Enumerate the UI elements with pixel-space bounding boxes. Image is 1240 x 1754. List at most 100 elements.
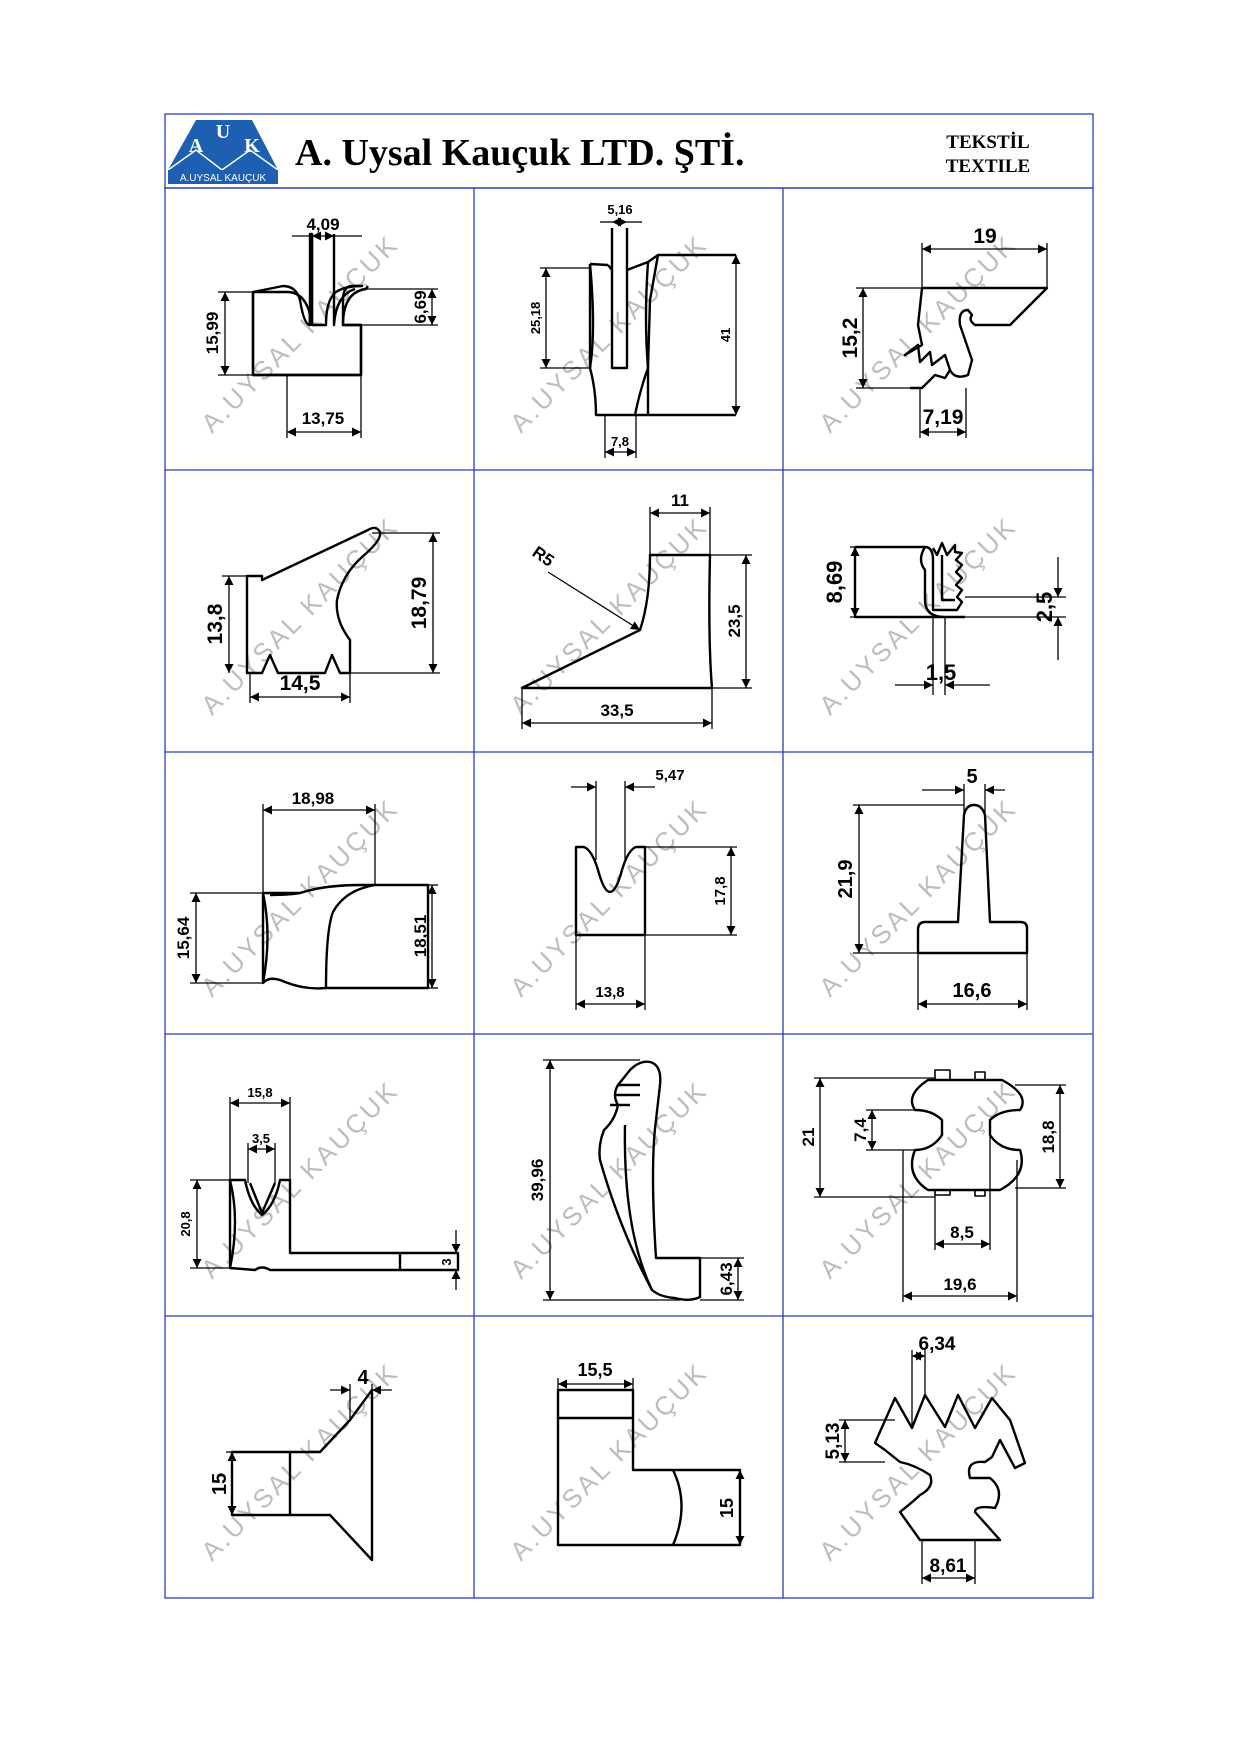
dimension-label: 5,13 (823, 1423, 844, 1460)
watermark: A.UYSAL KAUÇUK (195, 1357, 405, 1567)
profile-p8: 5,47 17,8 13,8 (571, 767, 737, 1010)
logo-letter-u: U (216, 121, 230, 143)
dimension-label: 23,5 (725, 604, 744, 637)
dimension-label: 33,5 (600, 701, 633, 720)
dimension-label: 7,19 (923, 406, 964, 429)
dimension-label: 15,8 (247, 1085, 272, 1100)
dimension-label: 21 (799, 1128, 818, 1147)
dimension-label: 18,8 (1039, 1120, 1058, 1153)
dimension-label: 18,51 (411, 915, 430, 958)
dimension-label: 19 (973, 225, 996, 248)
watermark: A.UYSAL KAUÇUK (195, 229, 405, 439)
dimension-label: 21,9 (835, 860, 857, 899)
dimension-label: 13,8 (595, 984, 624, 1001)
profile-p14: 15,5 15 (556, 1360, 745, 1547)
dimension-label: 15,64 (174, 916, 193, 959)
logo-letter-k: K (244, 135, 260, 157)
dimension-label: 4 (357, 1367, 369, 1389)
dimension-label: 15,99 (203, 312, 222, 355)
dimension-label: 5,16 (607, 202, 632, 217)
profile-outline (261, 891, 301, 984)
logo-subtitle: A.UYSAL KAUÇUK (180, 173, 267, 184)
dimension-label: 25,18 (528, 302, 543, 335)
dimension-label: 19,6 (943, 1275, 976, 1294)
dimension-label: 18,98 (292, 789, 335, 808)
dimension-label: R5 (529, 542, 558, 570)
dimension-label: 8,61 (930, 1556, 967, 1577)
dimension-label: 11 (671, 491, 689, 510)
profile-outline (916, 803, 1029, 955)
profile-outline (610, 1083, 654, 1291)
dimension-label: 16,6 (953, 980, 992, 1002)
profile-outline (228, 1178, 460, 1272)
dimension-label: 6,43 (717, 1262, 736, 1295)
profile-outline (598, 1060, 702, 1301)
profile-p2: 5,16 25,18 41 7,8 (528, 202, 741, 458)
profile-p12: 21 7,4 18,8 8,5 19,6 (799, 1069, 1066, 1302)
watermark: A.UYSAL KAUÇUK (504, 793, 714, 1003)
profile-outline (934, 1069, 986, 1197)
profile-outline (520, 553, 714, 690)
logo-letter-a: A (189, 135, 204, 157)
category-tr: TEKSTİL (946, 132, 1029, 153)
grid-frame (164, 187, 1094, 1599)
dimension-label: 6,34 (919, 1334, 956, 1355)
dimension-label: 3 (439, 1258, 454, 1265)
dimension-label: 15,5 (577, 1360, 612, 1380)
dimension-label: 18,79 (408, 577, 431, 630)
profile-outline (910, 369, 952, 390)
watermark: A.UYSAL KAUÇUK (195, 793, 405, 1003)
dimension-label: 5 (966, 766, 977, 788)
company-name: A. Uysal Kauçuk LTD. ŞTİ. (295, 132, 744, 174)
dimension-label: 7,4 (851, 1118, 870, 1142)
profile-outline (251, 234, 369, 377)
company-logo: A U K A.UYSAL KAUÇUK (167, 120, 279, 184)
profile-outline (588, 228, 736, 417)
profile-p5: 11 R5 23,5 33,5 (520, 491, 752, 729)
dimension-label: 5,47 (655, 767, 684, 784)
dimension-label: 39,96 (528, 1159, 547, 1202)
dimension-label: 1,5 (926, 660, 957, 685)
dimension-label: 20,8 (178, 1211, 193, 1236)
profile-p11: 39,96 6,43 (528, 1059, 744, 1301)
dimension-label: 6,69 (411, 290, 430, 323)
profile-outline (910, 1078, 1024, 1192)
watermark: A.UYSAL KAUÇUK (813, 511, 1023, 721)
profile-p6: 8,69 2,5 1,5 (822, 541, 1066, 695)
profile-outline (228, 1179, 402, 1270)
header: A U K A.UYSAL KAUÇUK A. Uysal Kauçuk LTD… (164, 113, 1094, 189)
watermark: A.UYSAL KAUÇUK (504, 1357, 714, 1567)
dimension-label: 15 (209, 1473, 231, 1495)
profile-p13: 4 15 (209, 1367, 392, 1562)
profile-p1: 4,09 15,99 6,69 13,75 (203, 215, 438, 438)
profile-outline (855, 541, 964, 612)
dimension-label: 14,5 (280, 672, 321, 695)
dimension-label: 7,8 (611, 434, 629, 449)
dimension-label: 4,09 (306, 215, 339, 234)
profile-p3: 19 15,2 7,19 (839, 225, 1049, 438)
profile-outline (574, 845, 647, 937)
profile-grid (164, 187, 1094, 1599)
profile-p7: 18,98 15,64 18,51 (174, 789, 438, 990)
profile-outline (230, 1388, 374, 1562)
category-en: TEXTILE (946, 156, 1030, 177)
profile-p10: 15,8 3,5 20,8 3 (178, 1085, 461, 1290)
dimension-label: 2,5 (1032, 592, 1057, 623)
dimension-label: 17,8 (712, 876, 729, 905)
profile-outline (873, 1393, 1027, 1542)
dimension-label: 8,69 (822, 561, 847, 604)
profile-p9: 5 21,9 16,6 (835, 766, 1029, 1010)
dimension-label: 41 (718, 328, 733, 342)
dimension-label: 13,75 (302, 409, 345, 428)
dimension-label: 15,2 (839, 318, 862, 359)
profile-outline (903, 286, 1049, 378)
profile-outline (245, 526, 382, 675)
profile-outline (251, 232, 364, 377)
dimension-label: 3,5 (252, 1131, 270, 1146)
dimension-label: 15 (717, 1498, 737, 1518)
dimension-label: 8,5 (950, 1223, 974, 1242)
dimension-label: 13,8 (204, 603, 227, 644)
profile-p15: 6,34 5,13 8,61 (823, 1334, 1027, 1584)
profile-p4: 13,8 18,79 14,5 (204, 526, 440, 703)
